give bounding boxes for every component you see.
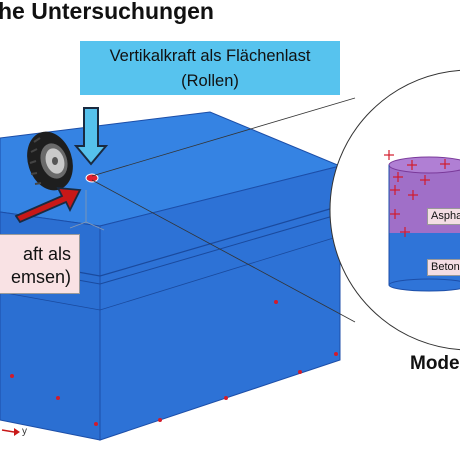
zoom-connector-bottom [91,179,356,323]
force-marks [384,150,450,237]
horizontal-load-callout-line2: emsen) [10,267,71,287]
tire-icon [27,131,73,191]
horizontal-load-callout: aft als emsen) [0,234,80,294]
zoom-connector-top [91,97,356,177]
block-right-face [99,165,341,441]
cylinder-model [384,150,460,292]
subbase-layer-line [0,235,341,311]
load-point [69,173,105,231]
vertical-load-arrow [73,107,109,166]
model-heading: Mode [410,353,460,374]
horizontal-load-callout-line1: aft als [22,244,71,264]
page-title: he Untersuchungen [0,0,214,24]
asphalt-layer-label: Aspha [427,208,460,225]
horizontal-load-arrow [14,186,82,224]
vertical-load-callout-line1: Vertikalkraft als Flächenlast [109,47,311,65]
vertical-load-callout-line2: (Rollen) [181,72,239,90]
boundary-marks [10,300,338,426]
y-axis-label: y [22,426,27,437]
axis-triad [1,428,20,436]
concrete-layer-label: Beton [427,259,460,276]
vertical-load-callout: Vertikalkraft als Flächenlast (Rollen) [80,41,340,95]
